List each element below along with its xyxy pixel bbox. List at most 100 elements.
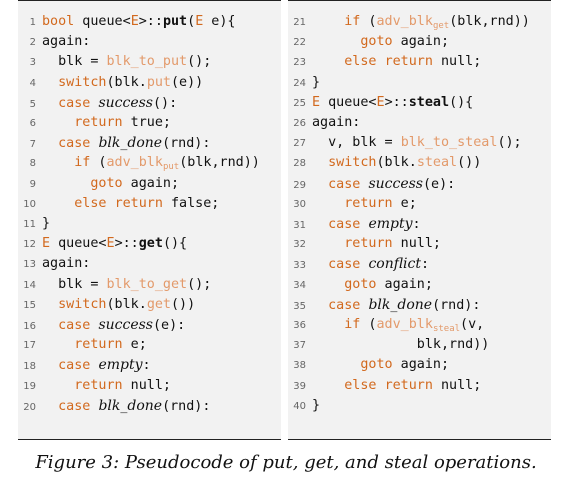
code-token: again; [376, 276, 433, 292]
line-number: 12 [23, 239, 36, 251]
code-line: 19 return null; [18, 376, 171, 396]
code-token: (blk. [106, 296, 147, 312]
code-token: blk_to_steal [400, 135, 498, 151]
code-token [42, 318, 58, 333]
code-token: null; [122, 377, 171, 393]
line-number: 25 [293, 97, 306, 109]
code-token [377, 54, 385, 69]
code-token: null; [432, 54, 482, 70]
code-token: ()) [171, 296, 196, 312]
code-token: switch [58, 74, 107, 90]
code-token: ()) [457, 155, 482, 171]
code-token: (): [152, 95, 178, 111]
code-token: again: [312, 115, 361, 130]
code-token [312, 298, 328, 313]
code-token: (){ [449, 94, 474, 110]
line-number: 27 [293, 138, 306, 150]
code-line: 30 return e; [288, 194, 417, 214]
code-token: case [328, 257, 361, 273]
code-token: bool [42, 14, 75, 29]
code-line: 21 if (adv_blkget(blk,rnd)) [288, 12, 530, 32]
line-number: 31 [293, 220, 306, 231]
code-token: case [328, 176, 361, 192]
code-line: 4 switch(blk.put(e)) [18, 73, 204, 93]
code-token: blk_done [98, 135, 163, 152]
code-token: (); [187, 276, 212, 292]
line-number: 11 [23, 219, 36, 230]
code-line: 23 else return null; [288, 52, 481, 72]
line-number: 4 [29, 77, 36, 89]
figure-caption: Figure 3: Pseudocode of put, get, and st… [35, 452, 537, 473]
code-token: case [58, 318, 91, 333]
line-number: 1 [29, 17, 36, 28]
code-token: steal [416, 155, 458, 171]
line-number: 5 [29, 98, 36, 110]
line-number: 21 [293, 17, 306, 28]
code-token: steal [408, 94, 450, 110]
code-token [312, 277, 344, 292]
code-token: E [106, 236, 115, 252]
code-token: again: [42, 34, 91, 50]
code-token: if [344, 317, 361, 332]
code-token: put [162, 14, 188, 29]
code-token: false; [162, 195, 220, 211]
code-token: blk = [42, 54, 107, 70]
code-token [377, 378, 385, 393]
line-number: 14 [23, 279, 36, 291]
code-line: 29 case success(e): [288, 174, 455, 194]
line-number: 38 [293, 360, 306, 372]
code-token: put [146, 74, 171, 90]
code-token [42, 297, 58, 312]
code-panel-right: 21 if (adv_blkget(blk,rnd))22 goto again… [288, 0, 551, 440]
code-line: 18 case empty: [18, 355, 150, 375]
code-token [42, 378, 74, 393]
code-token: (e): [152, 318, 186, 333]
code-token: return [74, 377, 123, 393]
code-token: } [312, 397, 321, 413]
code-token: e; [122, 337, 147, 353]
code-token [42, 115, 74, 130]
code-line: 31 case empty: [288, 214, 421, 234]
code-token: else [74, 195, 107, 211]
code-token [312, 217, 328, 232]
code-token: conflict [368, 256, 422, 273]
code-token [312, 155, 328, 170]
code-token: (); [497, 135, 522, 151]
code-token: case [58, 95, 91, 111]
code-token: return [344, 236, 393, 252]
code-line: 11} [18, 214, 50, 234]
code-token: : [412, 217, 421, 232]
code-token: (v, [460, 317, 485, 332]
code-token: : [421, 257, 430, 273]
line-number: 23 [293, 57, 306, 69]
code-line: 32 return null; [288, 234, 441, 254]
code-token [42, 75, 58, 90]
code-line: 22 goto again; [288, 32, 449, 52]
code-token: (blk. [106, 74, 147, 90]
code-token: return [74, 115, 123, 130]
code-token: true; [122, 115, 171, 130]
line-number: 33 [293, 260, 306, 272]
code-token: case [328, 217, 361, 232]
code-token: get [146, 296, 171, 312]
code-token [312, 378, 344, 393]
code-token [42, 399, 58, 414]
code-token [312, 54, 344, 69]
code-line: 35 case blk_done(rnd): [288, 295, 480, 315]
line-number: 6 [29, 118, 36, 129]
code-token: steal [432, 324, 461, 334]
line-number: 15 [23, 299, 36, 311]
code-token: e){ [203, 14, 236, 29]
code-token [312, 236, 344, 251]
code-line: 40} [288, 396, 320, 416]
code-token: blk_done [368, 296, 433, 313]
line-number: 18 [23, 361, 36, 373]
code-line: 16 case success(e): [18, 315, 185, 335]
code-token: queue< [320, 94, 377, 110]
code-token: (e)) [171, 74, 204, 90]
code-token: again; [122, 175, 180, 191]
code-token: again; [392, 34, 450, 50]
code-line: 27 v, blk = blk_to_steal(); [288, 133, 522, 153]
